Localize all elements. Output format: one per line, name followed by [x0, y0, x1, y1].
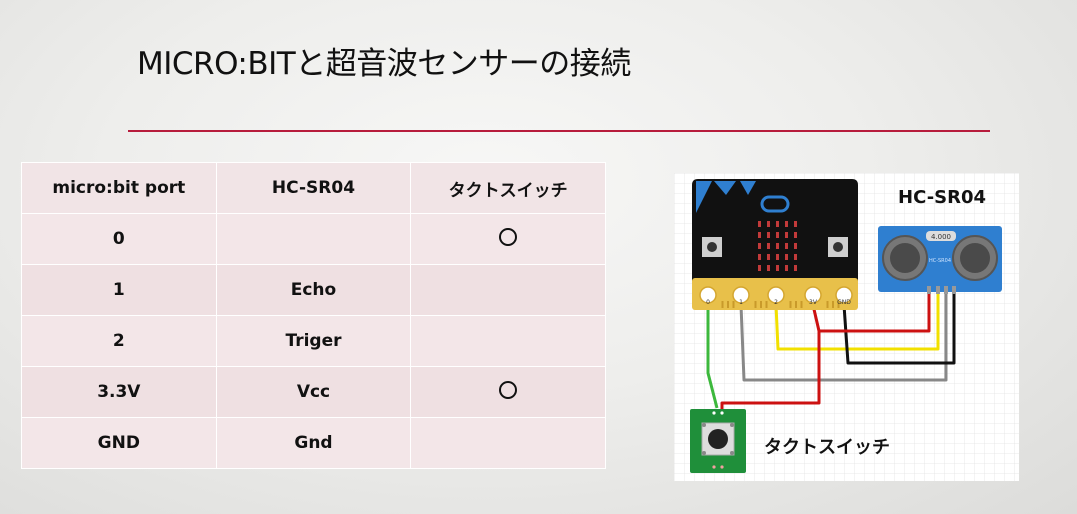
pin-pad	[699, 286, 717, 304]
led	[776, 254, 779, 260]
led	[776, 221, 779, 227]
cell-sensor: Triger	[215, 315, 412, 367]
edge-strip	[832, 301, 834, 308]
pin-label: 3V	[809, 299, 818, 306]
black-wire	[842, 286, 956, 365]
sensor-label: HC-SR04	[898, 187, 986, 208]
edge-strip	[760, 301, 762, 308]
microbit-logo	[760, 195, 790, 213]
led	[767, 232, 770, 238]
red-wire	[720, 286, 931, 411]
switch-button	[708, 429, 728, 449]
cell-switch	[410, 264, 606, 316]
led	[767, 254, 770, 260]
led	[785, 243, 788, 249]
switch-label: タクトスイッチ	[764, 437, 890, 458]
header-switch: タクトスイッチ	[410, 162, 606, 214]
edge-strip	[754, 301, 757, 308]
slide-title: MICRO:BITと超音波センサーの接続	[137, 46, 631, 82]
table-row: 0	[21, 213, 606, 265]
sensor-small-label: HC-SR04	[929, 258, 951, 264]
microbit-board: 0 1 2 3V GND	[692, 179, 858, 310]
gray-wire	[739, 286, 948, 382]
led	[758, 232, 761, 238]
cell-switch	[410, 366, 606, 418]
led	[776, 265, 779, 271]
header-port: micro:bit port	[21, 162, 217, 214]
edge-pads: 0 1 2 3V GND	[699, 286, 853, 308]
pin-pad	[767, 286, 785, 304]
led	[785, 221, 788, 227]
led-matrix	[758, 221, 797, 271]
led	[758, 254, 761, 260]
green-wire	[706, 305, 719, 409]
cell-sensor: Vcc	[215, 366, 412, 418]
led	[776, 243, 779, 249]
led	[767, 265, 770, 271]
led	[794, 221, 797, 227]
edge-strip	[837, 301, 840, 308]
button-b-cap	[833, 242, 843, 252]
led	[758, 265, 761, 271]
edge-strip	[789, 301, 792, 308]
pin-label: GND	[837, 299, 851, 306]
led	[794, 243, 797, 249]
yellow-wire	[774, 286, 940, 351]
edge-strip	[795, 301, 797, 308]
led	[794, 254, 797, 260]
edge-strip	[826, 301, 829, 308]
wires	[706, 286, 956, 411]
cell-sensor	[215, 213, 412, 265]
cell-port: 1	[21, 264, 217, 316]
edge-strip	[732, 301, 735, 308]
sensor-display-text: 4.000	[931, 233, 951, 241]
cell-switch	[410, 417, 606, 469]
sensor-pins	[927, 286, 956, 294]
cell-port: 3.3V	[21, 366, 217, 418]
pin-pad	[835, 286, 853, 304]
cell-switch	[410, 213, 606, 265]
pin-label: 2	[774, 299, 778, 306]
led	[776, 232, 779, 238]
table-header-row: micro:bit port HC-SR04 タクトスイッチ	[21, 162, 606, 214]
tactile-switch	[690, 409, 746, 473]
circle-mark-icon	[499, 227, 518, 246]
wiring-diagram: 0 1 2 3V GND 4.000 HC-SR04 HC-SR04 タクトスイッチ	[674, 173, 1019, 481]
led	[767, 221, 770, 227]
sensor-crystal	[926, 231, 956, 241]
edge-strip	[721, 301, 724, 308]
header-sensor: HC-SR04	[215, 162, 412, 214]
edge-strip	[727, 301, 729, 308]
edge-strip	[800, 301, 803, 308]
led	[758, 243, 761, 249]
led	[785, 254, 788, 260]
edge-strip	[765, 301, 768, 308]
hcsr04-sensor: 4.000 HC-SR04	[878, 226, 1002, 294]
cell-port: 2	[21, 315, 217, 367]
pin-label: 0	[706, 299, 710, 306]
cell-sensor: Gnd	[215, 417, 412, 469]
cell-port: GND	[21, 417, 217, 469]
led	[758, 221, 761, 227]
pin-pad	[732, 286, 750, 304]
led	[785, 232, 788, 238]
led	[794, 232, 797, 238]
pin-pad	[804, 286, 822, 304]
cell-port: 0	[21, 213, 217, 265]
title-divider	[128, 130, 990, 132]
led	[785, 265, 788, 271]
circle-mark-icon	[499, 380, 518, 399]
led	[767, 243, 770, 249]
cell-sensor: Echo	[215, 264, 412, 316]
pin-label: 1	[739, 299, 743, 306]
cell-switch	[410, 315, 606, 367]
button-a-cap	[707, 242, 717, 252]
led	[794, 265, 797, 271]
